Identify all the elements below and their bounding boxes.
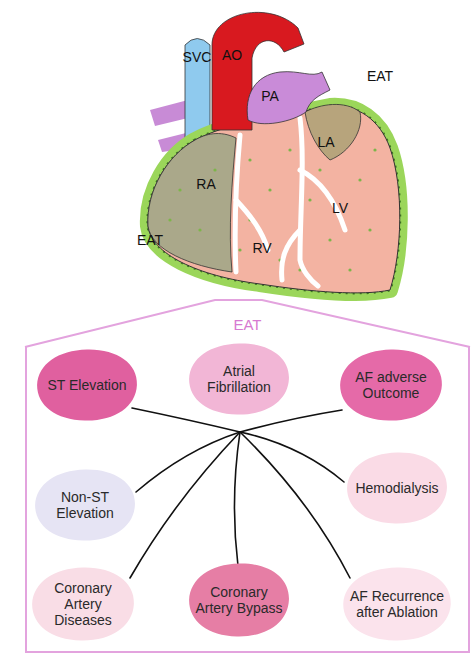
fan-line [130, 408, 350, 578]
part-label: EAT [137, 232, 163, 248]
condition-label: Hemodialysis [351, 451, 443, 525]
part-label: RA [196, 176, 215, 192]
eat-band [148, 106, 400, 293]
heart-body [148, 106, 400, 293]
condition-label: Non-ST Elevation [39, 468, 131, 542]
fat-dots [168, 148, 376, 271]
pulmonary-artery [247, 72, 330, 124]
vessel [150, 100, 188, 126]
right-atrium [148, 134, 236, 272]
condition-blob: Coronary Artery Bypass [187, 562, 291, 638]
eat-dots [148, 106, 400, 293]
condition-label: Coronary Artery Diseases [36, 566, 130, 642]
part-label: RV [252, 240, 271, 256]
part-label: EAT [367, 68, 393, 84]
zoom-bracket [25, 300, 470, 347]
condition-blob: Hemodialysis [345, 451, 449, 525]
condition-label: ST Elevation [41, 348, 133, 422]
part-label: SVC [183, 49, 212, 65]
condition-blob: Non-ST Elevation [33, 468, 137, 542]
part-label: LV [332, 200, 348, 216]
condition-label: Coronary Artery Bypass [193, 562, 285, 638]
left-atrium [305, 104, 361, 160]
coronary-artery [235, 118, 345, 286]
condition-blob: Coronary Artery Diseases [30, 566, 136, 642]
condition-blob: Atrial Fibrillation [187, 342, 291, 416]
condition-blob: ST Elevation [35, 348, 139, 422]
condition-blob: AF adverse Outcome [338, 348, 444, 422]
condition-blob: AF Recurrence after Ablation [341, 566, 453, 642]
condition-label: Atrial Fibrillation [193, 342, 285, 416]
group-panel: EATST ElevationAtrial FibrillationAF adv… [25, 346, 470, 653]
panel-title: EAT [27, 316, 468, 333]
condition-label: AF adverse Outcome [344, 348, 438, 422]
part-label: PA [261, 88, 279, 104]
part-label: LA [317, 134, 334, 150]
condition-label: AF Recurrence after Ablation [347, 566, 447, 642]
part-label: AO [222, 47, 242, 63]
